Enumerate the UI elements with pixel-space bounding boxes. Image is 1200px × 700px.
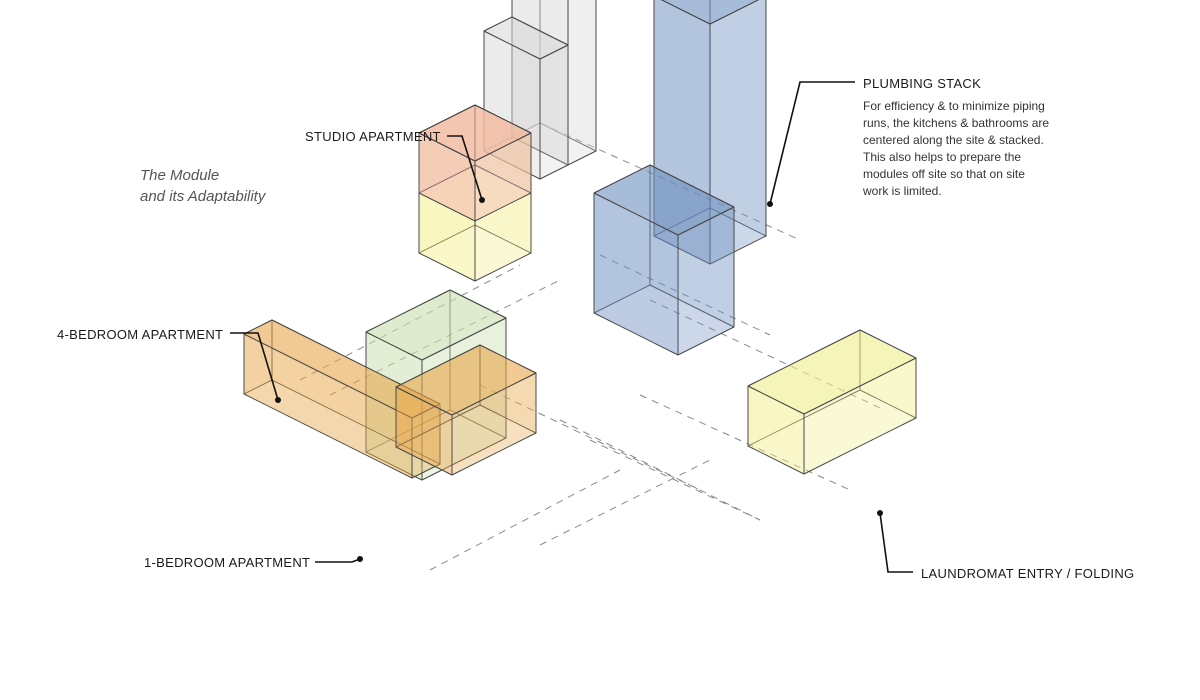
one-bedroom-leader-line [315,558,361,563]
plumbing-stack-column-top-face [660,0,760,25]
plumbing-stack-label: PLUMBING STACK [863,76,981,91]
four-bedroom-block-top-face [395,344,537,416]
laundromat-callout: LAUNDROMAT ENTRY / FOLDING [877,510,1134,581]
plumbing-leader-line [769,81,855,205]
laundromat-leader-line [879,512,913,573]
plumbing-desc-line-5: modules off site so that on site [863,167,1025,181]
four-bedroom-callout: 4-BEDROOM APARTMENT [57,327,281,403]
studio-leader-dot [479,197,485,203]
laundromat-module [747,329,917,475]
laundromat-label: LAUNDROMAT ENTRY / FOLDING [921,566,1134,581]
plumbing-desc-line-3: centered along the site & stacked. [863,133,1044,147]
plumbing-desc-line-2: runs, the kitchens & bathrooms are [863,116,1049,130]
plumbing-desc-line-1: For efficiency & to minimize piping [863,99,1045,113]
plumbing-callout: PLUMBING STACK For efficiency & to minim… [767,76,1049,207]
one-bedroom-apartment-label: 1-BEDROOM APARTMENT [144,555,310,570]
plumbing-stack-lower-top-face [593,164,735,236]
projection-line-2 [599,254,771,336]
one-bedroom-leader-dot [357,556,363,562]
four-bedroom-wing-top-face [243,319,441,419]
one-bedroom-module-top-face [365,289,507,361]
four-bedroom-block [395,344,537,476]
studio-apartment-label: STUDIO APARTMENT [305,129,441,144]
laundromat-module-top-face [747,329,917,415]
title-line-1: The Module [140,167,219,184]
one-bedroom-callout: 1-BEDROOM APARTMENT [144,555,363,570]
plumbing-leader-dot [767,201,773,207]
plumbing-desc-line-4: This also helps to prepare the [863,150,1021,164]
plumbing-stack-lower [593,164,735,356]
four-bedroom-leader-line [230,332,279,401]
title-line-2: and its Adaptability [140,188,267,205]
grey-stack-middle-top-face [483,16,569,60]
studio-leader-line [447,135,483,201]
grey-stack-upper-right-face [567,0,597,166]
laundromat-leader-dot [877,510,883,516]
projection-line-5 [479,384,701,491]
four-bedroom-leader-dot [275,397,281,403]
plumbing-desc-line-6: work is limited. [862,184,942,198]
projection-line-9 [559,419,761,521]
projection-line-10 [539,459,711,546]
studio-apartment-module [418,104,532,222]
grey-stack-middle-right-face [539,44,569,180]
projection-line-11 [429,469,621,571]
studio-callout: STUDIO APARTMENT [305,129,485,203]
projection-line-1 [539,122,801,241]
modules [243,0,917,481]
projection-line-6 [589,439,761,521]
four-bedroom-apartment-label: 4-BEDROOM APARTMENT [57,327,223,342]
diagram-title: The Module and its Adaptability [140,167,267,205]
studio-apartment-module-top-face [418,104,532,162]
